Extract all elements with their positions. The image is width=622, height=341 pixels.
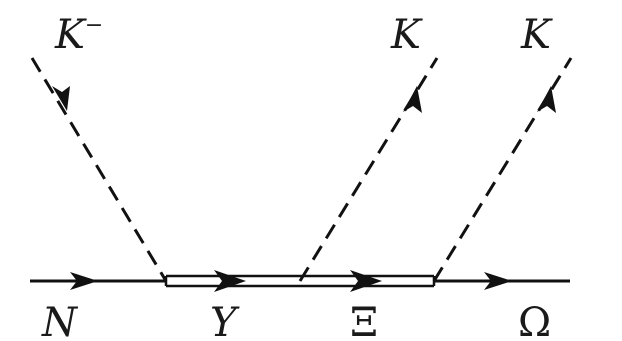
incoming-kaon-charge: − [85,13,103,38]
nucleon-arrow [70,272,98,290]
outgoing-kaon-2-arrow [537,86,556,113]
outgoing-kaon-1-arrow [403,86,422,113]
hyperon-xi-arrow [350,270,382,292]
omega-label: Ω [518,300,551,341]
incoming-kaon-line [30,57,168,282]
hyperon-y-label: Y [210,300,240,341]
outgoing-kaon-2-label: K [520,12,553,58]
hyperon-xi-label: Ξ [350,300,378,341]
incoming-kaon-label: K− [54,12,103,58]
outgoing-kaon-1-line [298,57,439,282]
outgoing-kaon-1-label: K [390,12,423,58]
outgoing-kaon-2-line [432,57,573,282]
hyperon-y-arrow [214,270,246,292]
omega-arrow [484,272,512,290]
nucleon-label: N [41,300,79,341]
incoming-kaon-arrow [52,86,70,111]
